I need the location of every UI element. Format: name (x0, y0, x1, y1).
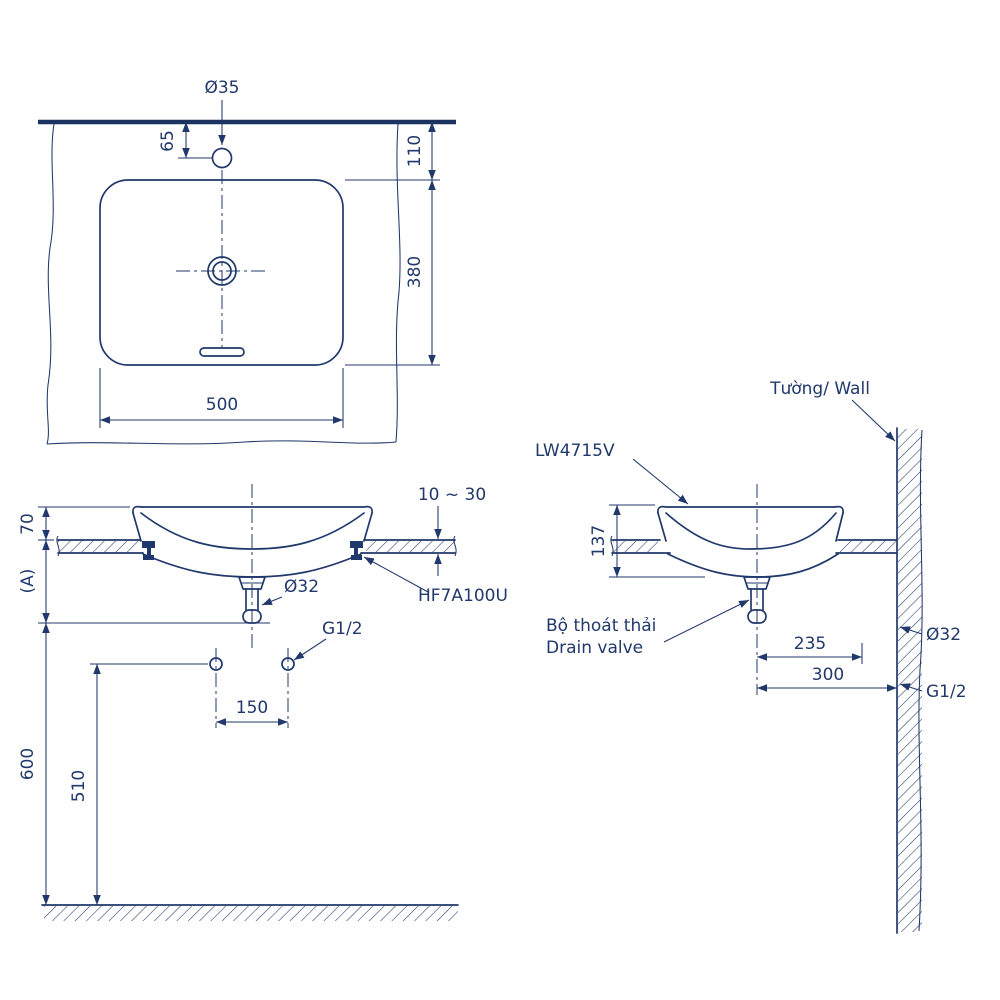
side-wall-back-edge (918, 429, 923, 932)
leader-drain-tail-dia (261, 596, 283, 606)
leader-wall (851, 399, 896, 442)
label-wall: Tường/ Wall (769, 379, 870, 399)
plan-faucet-hole (211, 147, 233, 169)
front-dimensions: 70 (A) 600 510 150 10 ~ 30 Ø32 G1/2 HF7A… (18, 485, 508, 905)
dim-600: 600 (18, 748, 38, 780)
leader-drain-fitting-model (363, 556, 429, 593)
label-drain-valve-vi: Bộ thoát thải (546, 616, 656, 636)
front-floor-hatch (44, 906, 458, 921)
front-mounting-clamp-right (350, 541, 363, 560)
front-counter-break-left (56, 535, 60, 557)
dim-137: 137 (589, 525, 609, 557)
plan-counter-break-bottom (46, 440, 397, 445)
side-wall-hatch (898, 429, 922, 932)
front-basin-inner-bowl (140, 512, 365, 550)
plan-overflow-slot (199, 347, 245, 357)
label-supply-thread: G1/2 (322, 619, 363, 639)
side-basin-rim (657, 505, 844, 514)
label-drain-valve-en: Drain valve (546, 638, 643, 658)
label-faucet-hole-dia: Ø35 (204, 78, 239, 98)
side-dimensions: Tường/ Wall LW4715V 137 Bộ thoát thải Dr… (535, 379, 967, 702)
plan-dimensions: Ø35 65 110 380 500 (99, 78, 440, 428)
label-product-model: LW4715V (535, 441, 615, 461)
side-basin-underside (667, 553, 839, 578)
side-drain-flange (743, 576, 771, 590)
leader-supply-thread (293, 638, 327, 661)
dim-500: 500 (206, 395, 238, 415)
dim-235: 235 (794, 634, 826, 654)
front-counter-break-right (453, 535, 457, 557)
front-mounting-clamp-left (142, 541, 155, 560)
plan-view (38, 119, 456, 445)
front-basin-wall-left (132, 512, 142, 542)
side-basin-inner-bowl (665, 512, 837, 550)
dim-380: 380 (405, 256, 425, 288)
side-basin-wall-right (835, 512, 844, 542)
side-view (610, 427, 923, 934)
dim-65: 65 (158, 130, 178, 152)
plan-counter-break-right (395, 123, 401, 443)
plan-counter-break-left (46, 123, 55, 445)
dim-70: 70 (18, 513, 38, 535)
dim-A: (A) (18, 569, 38, 594)
label-drain-fitting-model: HF7A100U (418, 586, 508, 606)
dim-counter-thickness: 10 ~ 30 (418, 485, 486, 505)
dim-300: 300 (812, 665, 844, 685)
side-counter-break-left (610, 535, 614, 557)
leader-product-model (632, 458, 689, 505)
label-drain-tail-dia: Ø32 (284, 577, 319, 597)
leader-wall-drain (899, 626, 923, 635)
front-counter-hatch-right (366, 541, 455, 552)
front-view (41, 484, 459, 921)
front-basin-rim (132, 505, 373, 514)
front-drain-flange (238, 576, 266, 590)
dim-510: 510 (69, 770, 89, 802)
dim-110: 110 (405, 135, 425, 167)
label-wall-supply-thread: G1/2 (926, 682, 967, 702)
front-basin-wall-right (363, 512, 373, 542)
leader-drain-valve (663, 599, 750, 643)
side-basin-wall-left (657, 512, 667, 542)
side-counter-hatch-left (613, 541, 658, 552)
leader-wall-supply (899, 683, 923, 692)
label-wall-drain-dia: Ø32 (926, 625, 961, 645)
dim-150: 150 (236, 698, 268, 718)
side-counter-hatch-right (840, 541, 896, 552)
front-counter-hatch-left (58, 541, 138, 552)
